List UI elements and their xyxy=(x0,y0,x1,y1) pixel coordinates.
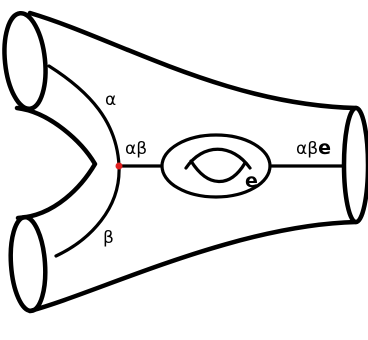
alpha-beta-label: αβ xyxy=(125,139,147,159)
outer-bottom-boundary xyxy=(30,222,356,311)
crotch-boundary xyxy=(17,108,95,218)
upper-left-cuff xyxy=(0,11,50,111)
right-cuff xyxy=(344,108,368,222)
alpha-label: α xyxy=(105,90,116,110)
lower-left-cuff xyxy=(8,216,48,312)
e-label: e xyxy=(245,170,258,192)
beta-label: β xyxy=(103,228,114,248)
outer-top-boundary xyxy=(30,13,356,108)
alpha-beta-e-label: αβe xyxy=(296,137,331,159)
junction-point xyxy=(116,163,123,170)
handle-hole-lower-arc xyxy=(191,161,245,182)
